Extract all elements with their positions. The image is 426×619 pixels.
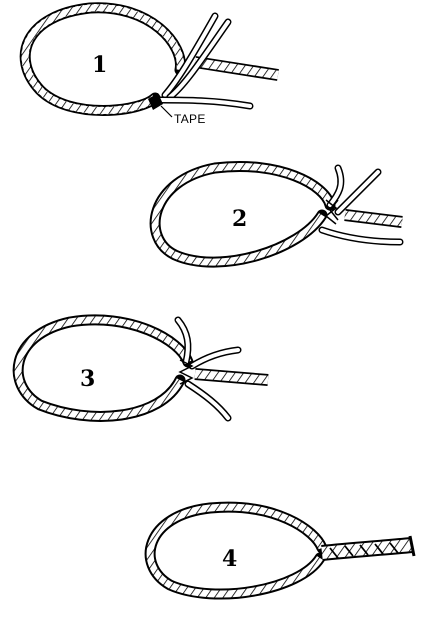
step-3-number: 3 [80,366,95,392]
step-3-rope-loop [18,320,188,417]
step-1-figure: TAPE 1 [25,8,278,126]
tape-callout-label: TAPE [174,112,206,126]
step-1-number: 1 [92,52,107,78]
step-3-standing-part [195,374,268,380]
tape-leader-line [161,106,172,117]
step-1-standing-part [195,62,278,75]
step-3-figure: 3 [18,320,268,418]
step-2-standing-part [345,215,402,222]
step-2-number: 2 [232,206,247,232]
step-4-number: 4 [222,546,237,572]
step-2-figure: 2 [155,166,402,262]
step-4-finished-splice [322,536,414,558]
step-4-figure: 4 [150,507,414,594]
